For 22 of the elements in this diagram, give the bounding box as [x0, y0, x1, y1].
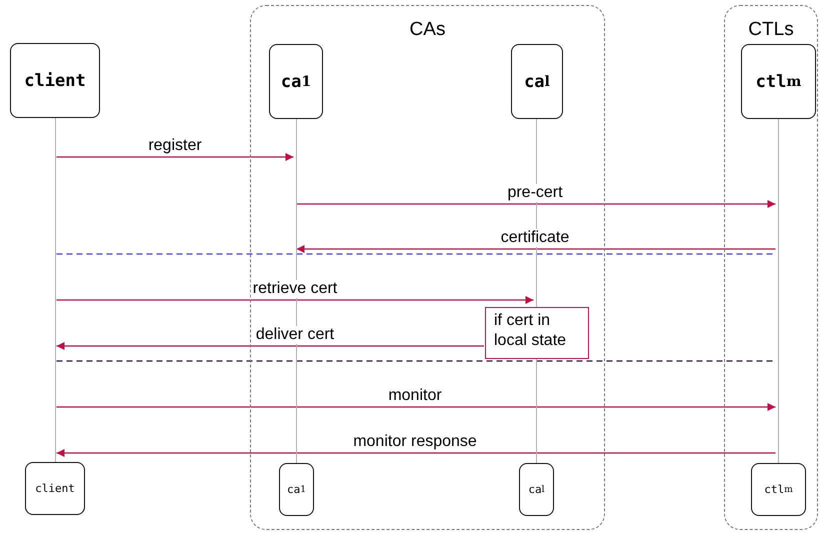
- edge-label: retrieve cert: [250, 280, 340, 298]
- message-arrow: [296, 200, 776, 208]
- message-arrow: [56, 403, 776, 411]
- message-arrow: [56, 153, 294, 161]
- message-arrow: [56, 342, 484, 350]
- message-arrow: [296, 245, 776, 253]
- message-arrow: [56, 449, 776, 457]
- lifeline: [54, 118, 58, 462]
- group-frame: [724, 5, 818, 530]
- condition-note: if cert in local state: [485, 307, 589, 359]
- separator-line: [56, 360, 776, 362]
- participant-box: client: [10, 43, 100, 118]
- edge-label: monitor response: [351, 433, 479, 451]
- group-title: CTLs: [747, 19, 795, 41]
- edge-label: register: [146, 137, 204, 155]
- participant-box: client: [25, 462, 85, 515]
- edge-label: deliver cert: [254, 326, 336, 344]
- edge-label: certificate: [498, 229, 572, 247]
- lifeline: [778, 119, 780, 463]
- message-arrow: [56, 296, 534, 304]
- separator-line: [56, 253, 776, 255]
- group-title: CAs: [408, 19, 446, 41]
